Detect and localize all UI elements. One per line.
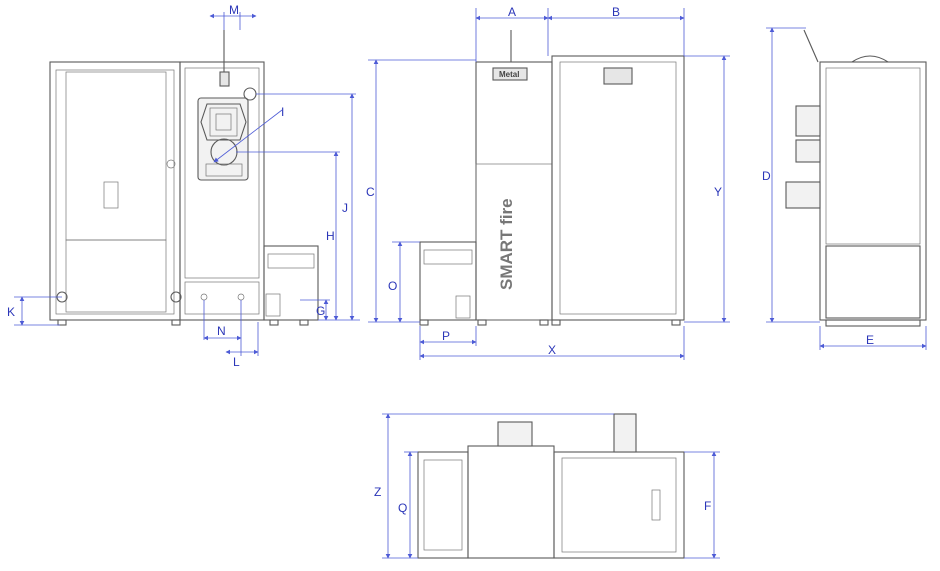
front-view: M I J H G K N L [7,3,360,369]
label-l: L [233,355,240,369]
label-o: O [388,279,397,293]
label-y: Y [714,185,722,199]
side-view: D E [762,27,927,350]
label-c: C [366,185,375,199]
middle-view: Metal SMART fire A B C O [366,5,730,360]
label-i: I [281,105,284,119]
label-e: E [866,333,874,347]
label-x: X [548,343,556,357]
label-g: G [316,304,325,318]
label-f: F [704,499,711,513]
top-view: Z Q F [374,413,720,559]
label-q: Q [398,501,407,515]
label-n: N [217,324,226,338]
label-z: Z [374,485,381,499]
brand-text: SMART fire [497,198,516,290]
label-d: D [762,169,771,183]
label-p: P [442,329,450,343]
label-a: A [508,5,516,19]
logo-text: Metal [499,70,519,79]
label-j: J [342,201,348,215]
label-k: K [7,305,15,319]
label-m: M [229,3,239,17]
label-b: B [612,5,620,19]
label-h: H [326,229,335,243]
